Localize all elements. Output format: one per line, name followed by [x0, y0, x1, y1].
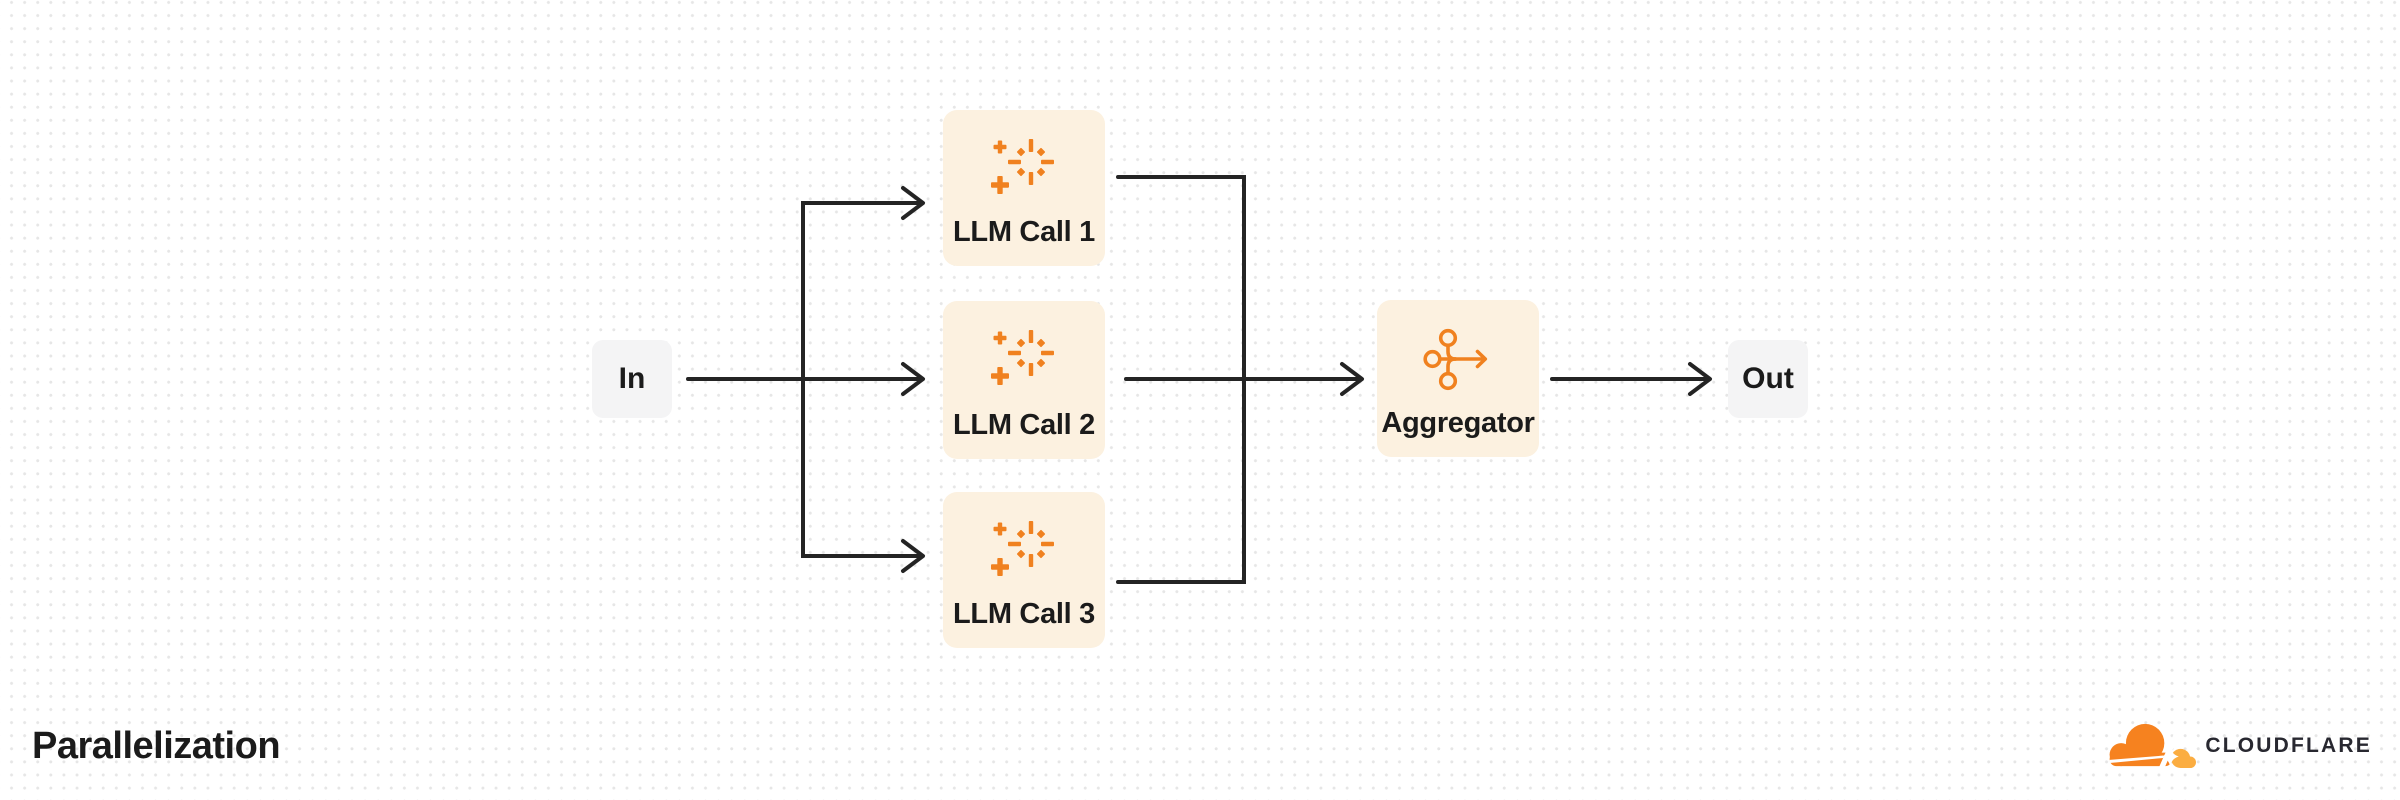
cloudflare-logo: CLOUDFLARE: [2100, 718, 2372, 772]
node-llm-call-2: LLM Call 2: [943, 301, 1105, 459]
node-llm-call-1: LLM Call 1: [943, 110, 1105, 266]
arrowhead-llm2: [901, 362, 925, 396]
arrowhead-llm1: [901, 186, 925, 220]
arrowhead-out: [1688, 362, 1712, 396]
sparkle-burst-icon: [991, 518, 1057, 578]
node-llm-call-1-label: LLM Call 1: [952, 216, 1095, 249]
node-llm-call-3: LLM Call 3: [943, 492, 1105, 648]
split-branch-lines: [801, 201, 923, 558]
node-aggregator-label: Aggregator: [1381, 407, 1535, 440]
node-out-label: Out: [1742, 362, 1794, 395]
node-aggregator: Aggregator: [1377, 300, 1539, 457]
diagram-title: Parallelization: [32, 725, 281, 767]
node-in: In: [592, 340, 672, 418]
arrowhead-llm3: [901, 539, 925, 573]
node-out: Out: [1728, 340, 1808, 418]
arrowhead-aggregator: [1340, 362, 1364, 396]
node-in-label: In: [618, 362, 646, 395]
cloudflare-wordmark: CLOUDFLARE: [2205, 733, 2372, 757]
cloudflare-cloud-icon: [2109, 723, 2197, 772]
sparkle-burst-icon: [991, 136, 1057, 196]
merge-arrows-icon: [1423, 327, 1493, 392]
node-llm-call-3-label: LLM Call 3: [952, 598, 1095, 631]
node-llm-call-2-label: LLM Call 2: [952, 409, 1095, 442]
sparkle-burst-icon: [991, 327, 1057, 387]
